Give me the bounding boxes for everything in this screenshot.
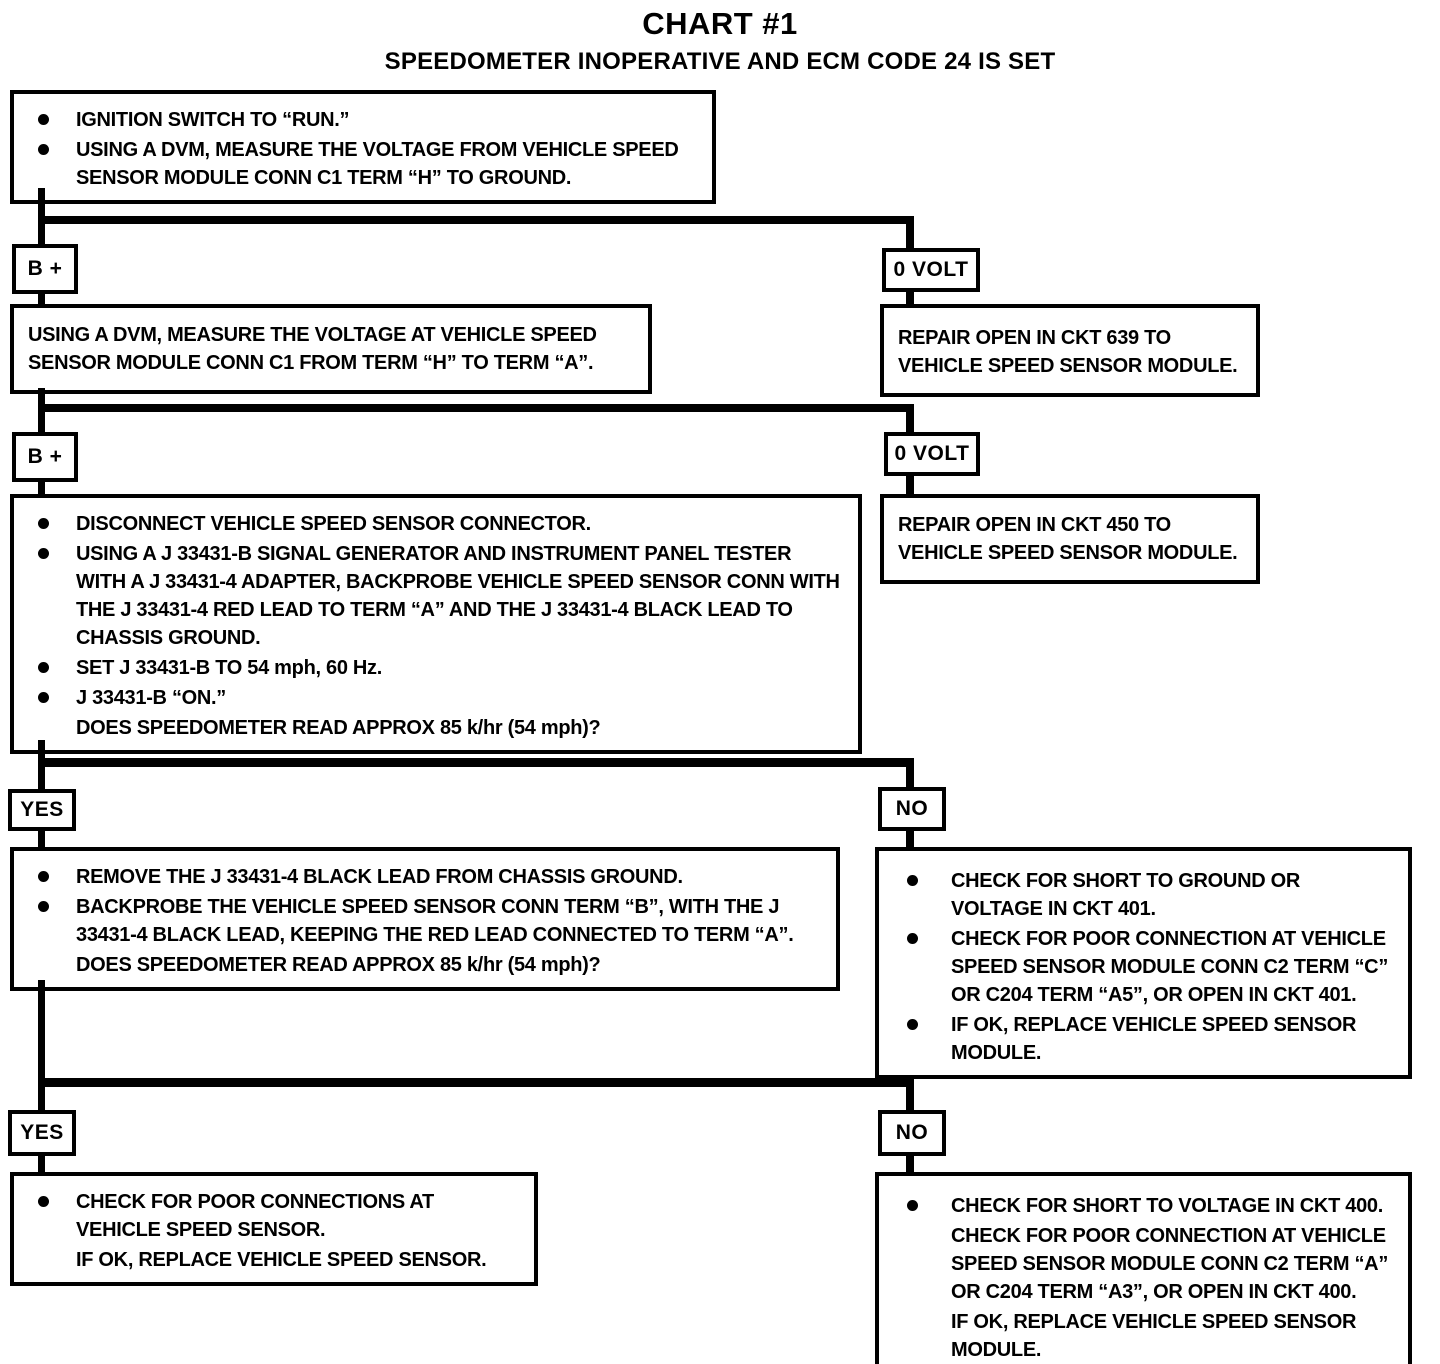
check-ckt401-box: CHECK FOR SHORT TO GROUND OR VOLTAGE IN … [875, 847, 1412, 1079]
step-text: CHECK FOR SHORT TO GROUND OR VOLTAGE IN … [951, 870, 1301, 920]
step-row: USING A J 33431-B SIGNAL GENERATOR AND I… [30, 540, 844, 652]
step-text: J 33431-B “ON.” [76, 687, 227, 709]
connector-line [906, 404, 914, 434]
step-row: CHECK FOR POOR CONNECTIONS AT VEHICLE SP… [30, 1188, 520, 1244]
step-row: IGNITION SWITCH TO “RUN.” [30, 106, 698, 134]
connector-line [38, 831, 45, 847]
step-text: IGNITION SWITCH TO “RUN.” [76, 109, 350, 131]
bullet-icon [30, 893, 76, 912]
step-text: CHECK FOR SHORT TO VOLTAGE IN CKT 400. [951, 1195, 1383, 1217]
bullet-icon [899, 1192, 951, 1211]
bullet-icon [30, 684, 76, 703]
start-box: IGNITION SWITCH TO “RUN.” USING A DVM, M… [10, 90, 716, 204]
repair-ckt639-box: REPAIR OPEN IN CKT 639 TO VEHICLE SPEED … [880, 304, 1260, 397]
branch-label-text: YES [20, 1121, 64, 1144]
step-text: USING A DVM, MEASURE THE VOLTAGE AT VEHI… [28, 324, 597, 374]
connector-line [906, 758, 914, 789]
branch3-yes-label: YES [8, 789, 76, 831]
step-row: DISCONNECT VEHICLE SPEED SENSOR CONNECTO… [30, 510, 844, 538]
measure-term-a-box: USING A DVM, MEASURE THE VOLTAGE AT VEHI… [10, 304, 652, 394]
backprobe-term-b-box: REMOVE THE J 33431-4 BLACK LEAD FROM CHA… [10, 847, 840, 991]
title-block: CHART #1 SPEEDOMETER INOPERATIVE AND ECM… [0, 0, 1440, 76]
bullet-icon [30, 136, 76, 155]
repair-ckt450-box: REPAIR OPEN IN CKT 450 TO VEHICLE SPEED … [880, 494, 1260, 584]
branch-label-text: YES [20, 798, 64, 821]
connector-line [906, 1078, 914, 1110]
bullet-icon [30, 510, 76, 529]
step-text: DOES SPEEDOMETER READ APPROX 85 k/hr (54… [76, 717, 601, 739]
bullet-icon [30, 1188, 76, 1207]
step-text: CHECK FOR POOR CONNECTIONS AT VEHICLE SP… [76, 1191, 434, 1241]
connector-line [38, 1078, 914, 1087]
step-text: DOES SPEEDOMETER READ APPROX 85 k/hr (54… [76, 954, 601, 976]
step-text: REPAIR OPEN IN CKT 639 TO VEHICLE SPEED … [898, 327, 1238, 377]
bullet-icon [30, 540, 76, 559]
signal-test-box: DISCONNECT VEHICLE SPEED SENSOR CONNECTO… [10, 494, 862, 754]
step-text: USING A J 33431-B SIGNAL GENERATOR AND I… [76, 543, 840, 649]
step-text: BACKPROBE THE VEHICLE SPEED SENSOR CONN … [76, 896, 794, 946]
step-row: IF OK, REPLACE VEHICLE SPEED SENSOR MODU… [899, 1011, 1394, 1067]
connector-line [38, 482, 45, 494]
branch-label-text: NO [895, 1121, 929, 1144]
connector-line [38, 404, 914, 412]
step-text: DISCONNECT VEHICLE SPEED SENSOR CONNECTO… [76, 513, 591, 535]
branch4-no-label: NO [878, 1110, 946, 1156]
step-text: IF OK, REPLACE VEHICLE SPEED SENSOR MODU… [951, 1311, 1357, 1361]
branch1-zero-volt-label: 0 VOLT [882, 248, 980, 292]
bullet-icon [899, 1011, 951, 1030]
step-text: REPAIR OPEN IN CKT 450 TO VEHICLE SPEED … [898, 514, 1238, 564]
bullet-icon [899, 925, 951, 944]
connector-line [38, 1156, 45, 1172]
branch-label-text: B + [27, 445, 63, 468]
bullet-icon [30, 654, 76, 673]
step-row: DOES SPEEDOMETER READ APPROX 85 k/hr (54… [30, 714, 844, 742]
connector-line [906, 216, 914, 250]
step-text: IF OK, REPLACE VEHICLE SPEED SENSOR. [76, 1249, 487, 1271]
step-row: IF OK, REPLACE VEHICLE SPEED SENSOR. [30, 1246, 520, 1274]
page-subtitle: SPEEDOMETER INOPERATIVE AND ECM CODE 24 … [384, 48, 1056, 75]
connector-line [906, 476, 914, 494]
step-row: SET J 33431-B TO 54 mph, 60 Hz. [30, 654, 844, 682]
connector-line [906, 831, 914, 847]
step-text: CHECK FOR POOR CONNECTION AT VEHICLE SPE… [951, 928, 1389, 1006]
step-row: BACKPROBE THE VEHICLE SPEED SENSOR CONN … [30, 893, 822, 949]
step-text: SET J 33431-B TO 54 mph, 60 Hz. [76, 657, 383, 679]
connector-line [38, 980, 45, 1110]
branch3-no-label: NO [878, 787, 946, 831]
branch-label-text: NO [895, 797, 929, 820]
step-row: DOES SPEEDOMETER READ APPROX 85 k/hr (54… [30, 951, 822, 979]
step-row: USING A DVM, MEASURE THE VOLTAGE FROM VE… [30, 136, 698, 192]
check-sensor-box: CHECK FOR POOR CONNECTIONS AT VEHICLE SP… [10, 1172, 538, 1286]
page-title: CHART #1 [642, 6, 798, 41]
connector-line [38, 758, 914, 767]
step-row: J 33431-B “ON.” [30, 684, 844, 712]
step-text: CHECK FOR POOR CONNECTION AT VEHICLE SPE… [951, 1225, 1389, 1303]
step-text: REMOVE THE J 33431-4 BLACK LEAD FROM CHA… [76, 866, 683, 888]
step-row: REMOVE THE J 33431-4 BLACK LEAD FROM CHA… [30, 863, 822, 891]
branch2-b-plus-label: B + [12, 432, 78, 482]
step-row: IF OK, REPLACE VEHICLE SPEED SENSOR MODU… [899, 1308, 1394, 1364]
connector-line [38, 294, 45, 306]
branch2-zero-volt-label: 0 VOLT [884, 432, 980, 476]
branch1-b-plus-label: B + [12, 244, 78, 294]
branch4-yes-label: YES [8, 1110, 76, 1156]
step-text: USING A DVM, MEASURE THE VOLTAGE FROM VE… [76, 139, 679, 189]
bullet-icon [899, 867, 951, 886]
step-row: CHECK FOR SHORT TO VOLTAGE IN CKT 400. [899, 1192, 1394, 1220]
bullet-icon [30, 106, 76, 125]
step-row: CHECK FOR SHORT TO GROUND OR VOLTAGE IN … [899, 867, 1394, 923]
connector-line [906, 1156, 914, 1172]
branch-label-text: B + [27, 257, 63, 280]
step-row: CHECK FOR POOR CONNECTION AT VEHICLE SPE… [899, 925, 1394, 1009]
step-row: CHECK FOR POOR CONNECTION AT VEHICLE SPE… [899, 1222, 1394, 1306]
step-text: IF OK, REPLACE VEHICLE SPEED SENSOR MODU… [951, 1014, 1357, 1064]
connector-line [38, 216, 914, 224]
branch-label-text: 0 VOLT [894, 442, 970, 465]
bullet-icon [30, 863, 76, 882]
connector-line [906, 292, 914, 306]
branch-label-text: 0 VOLT [893, 258, 969, 281]
check-ckt400-box: CHECK FOR SHORT TO VOLTAGE IN CKT 400. C… [875, 1172, 1412, 1364]
